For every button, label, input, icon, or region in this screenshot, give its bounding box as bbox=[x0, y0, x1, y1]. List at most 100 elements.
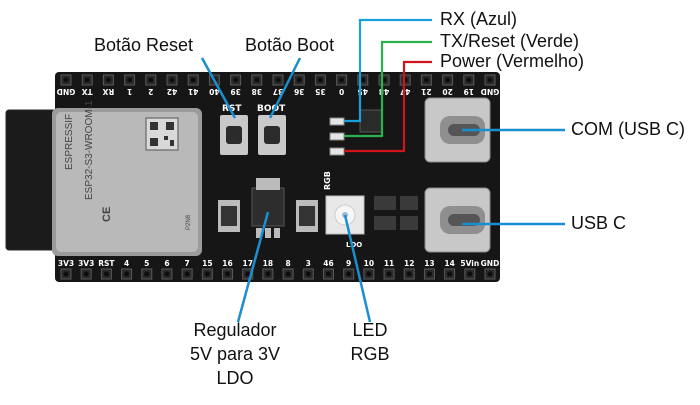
boot-pointer bbox=[268, 57, 302, 119]
pin-hole-center bbox=[285, 271, 291, 277]
pin-label: GND bbox=[481, 87, 500, 96]
pin-hole-center bbox=[445, 77, 451, 83]
regulator-pointer bbox=[236, 211, 270, 323]
regulator-label-line2: 5V para 3V bbox=[189, 344, 281, 364]
pin-label: 5Vin bbox=[460, 259, 479, 268]
pin-label: 46 bbox=[323, 259, 333, 268]
pin-hole-center bbox=[254, 77, 260, 83]
pin-label: GND bbox=[481, 259, 500, 268]
silk-ldo: LDO bbox=[346, 241, 362, 249]
pin-hole-center bbox=[305, 271, 311, 277]
pin-label: 3V3 bbox=[78, 259, 94, 268]
pin-hole-center bbox=[233, 77, 239, 83]
pin-hole-center bbox=[190, 77, 196, 83]
pin-hole-center bbox=[426, 271, 432, 277]
pin-hole-center bbox=[169, 77, 175, 83]
pin-label: 3 bbox=[306, 259, 311, 268]
tx-line bbox=[344, 40, 432, 138]
pin-hole-center bbox=[423, 77, 429, 83]
pin-hole-center bbox=[204, 271, 210, 277]
led-pointer bbox=[343, 214, 372, 323]
pin-label: 41 bbox=[188, 87, 198, 96]
pin-label: RST bbox=[98, 259, 115, 268]
pin-label: TX bbox=[82, 87, 93, 96]
pin-label: RX bbox=[102, 87, 114, 96]
silk-boot: BOOT bbox=[257, 104, 286, 114]
pin-hole-center bbox=[487, 271, 493, 277]
rx-line bbox=[344, 18, 432, 123]
pin-label: 35 bbox=[315, 87, 325, 96]
pin-label: 16 bbox=[222, 259, 232, 268]
silk-rst: RST bbox=[222, 104, 242, 114]
tx-reset-label: TX/Reset (Verde) bbox=[440, 31, 580, 51]
pin-label: 5 bbox=[144, 259, 149, 268]
pin-hole-center bbox=[124, 271, 130, 277]
pin-hole-center bbox=[63, 271, 69, 277]
pin-label: 6 bbox=[164, 259, 169, 268]
pin-label: 4 bbox=[124, 259, 129, 268]
led-label-line2: RGB bbox=[350, 344, 390, 364]
led-label: LED RGB bbox=[340, 318, 400, 366]
power-line bbox=[344, 60, 432, 153]
reset-button-label: Botão Reset bbox=[94, 35, 194, 55]
tx-led bbox=[329, 132, 345, 141]
pin-label: 8 bbox=[285, 259, 290, 268]
pin-hole-center bbox=[487, 77, 493, 83]
pin-label: 38 bbox=[252, 87, 262, 96]
pin-label: 12 bbox=[404, 259, 414, 268]
pin-label: 3V3 bbox=[58, 259, 74, 268]
led-label-line1: LED bbox=[352, 320, 388, 340]
pin-label: 9 bbox=[346, 259, 351, 268]
pin-hole-center bbox=[346, 271, 352, 277]
silk-rgb: RGB bbox=[323, 171, 332, 190]
regulator-label-line3: LDO bbox=[216, 368, 254, 388]
pin-hole-center bbox=[265, 271, 271, 277]
pin-label: 14 bbox=[444, 259, 454, 268]
pin-hole-center bbox=[447, 271, 453, 277]
pin-label: 15 bbox=[202, 259, 212, 268]
pin-hole-center bbox=[164, 271, 170, 277]
pin-hole-center bbox=[103, 271, 109, 277]
pin-hole-center bbox=[275, 77, 281, 83]
pin-hole-center bbox=[296, 77, 302, 83]
pin-label: 2 bbox=[148, 87, 153, 96]
pin-label: 10 bbox=[364, 259, 374, 268]
pin-hole-center bbox=[317, 77, 323, 83]
pin-label: 13 bbox=[424, 259, 434, 268]
power-led bbox=[329, 147, 345, 156]
pin-hole-center bbox=[467, 271, 473, 277]
pin-label: 37 bbox=[273, 87, 283, 96]
ldo-regulator bbox=[251, 187, 285, 227]
power-label: Power (Vermelho) bbox=[440, 51, 585, 71]
pin-hole-center bbox=[225, 271, 231, 277]
rx-label: RX (Azul) bbox=[440, 9, 518, 29]
pin-label: 17 bbox=[242, 259, 252, 268]
module-model-text: ESP32-S3-WROOM-1 bbox=[84, 100, 95, 200]
pin-hole-center bbox=[325, 271, 331, 277]
pin-label: 21 bbox=[421, 87, 431, 96]
pin-hole-center bbox=[148, 77, 154, 83]
regulator-label-line1: Regulador bbox=[193, 320, 277, 340]
pin-hole-center bbox=[386, 271, 392, 277]
reset-pointer bbox=[200, 57, 237, 119]
pin-label: 40 bbox=[209, 87, 219, 96]
pin-label: 18 bbox=[263, 259, 273, 268]
pin-label: 48 bbox=[379, 87, 389, 96]
pin-hole-center bbox=[63, 77, 69, 83]
pin-label: 42 bbox=[167, 87, 177, 96]
pin-label: 45 bbox=[358, 87, 368, 96]
pin-hole-center bbox=[339, 77, 345, 83]
pin-label: 47 bbox=[400, 87, 410, 96]
rx-led bbox=[329, 117, 345, 126]
pin-label: 36 bbox=[294, 87, 304, 96]
regulator-label: Regulador 5V para 3V LDO bbox=[180, 318, 290, 390]
pin-hole-center bbox=[83, 271, 89, 277]
pin-hole-center bbox=[360, 77, 366, 83]
usb-c-label: USB C bbox=[571, 213, 627, 233]
pin-hole-center bbox=[84, 77, 90, 83]
com-usb-label: COM (USB C) bbox=[571, 119, 685, 139]
pin-hole-center bbox=[127, 77, 133, 83]
